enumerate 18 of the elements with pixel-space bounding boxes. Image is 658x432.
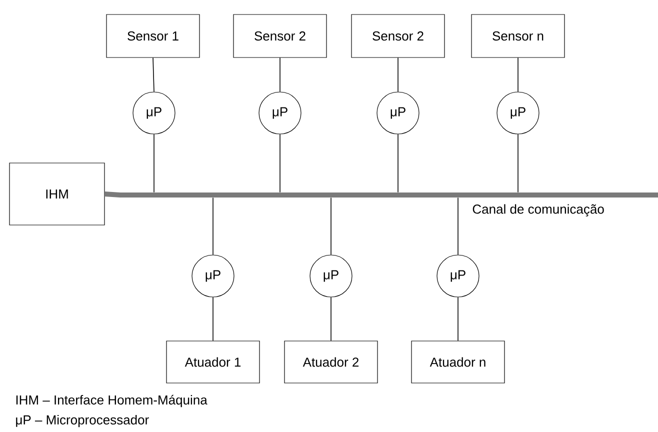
block-box: Atuador 2 [284, 340, 378, 384]
connector-line [212, 197, 214, 256]
legend-text: μP – Microprocessador [16, 414, 149, 428]
connector-line [330, 296, 332, 342]
block-box: Sensor 2 [351, 14, 445, 58]
connector-line [104, 192, 120, 198]
block-box: Sensor n [471, 14, 565, 58]
legend-text: IHM – Interface Homem-Máquina [16, 394, 208, 408]
connector-line [212, 296, 214, 342]
block-box: Atuador 1 [166, 340, 260, 384]
block-box: Sensor 2 [233, 14, 327, 58]
connector-line [152, 57, 154, 92]
communication-bus [120, 192, 658, 198]
block-box: IHM [9, 162, 105, 226]
bus-label: Canal de comunicação [472, 204, 604, 216]
connector-line [330, 197, 332, 256]
block-box: Sensor 1 [106, 14, 200, 58]
block-box: Atuador n [411, 340, 505, 384]
